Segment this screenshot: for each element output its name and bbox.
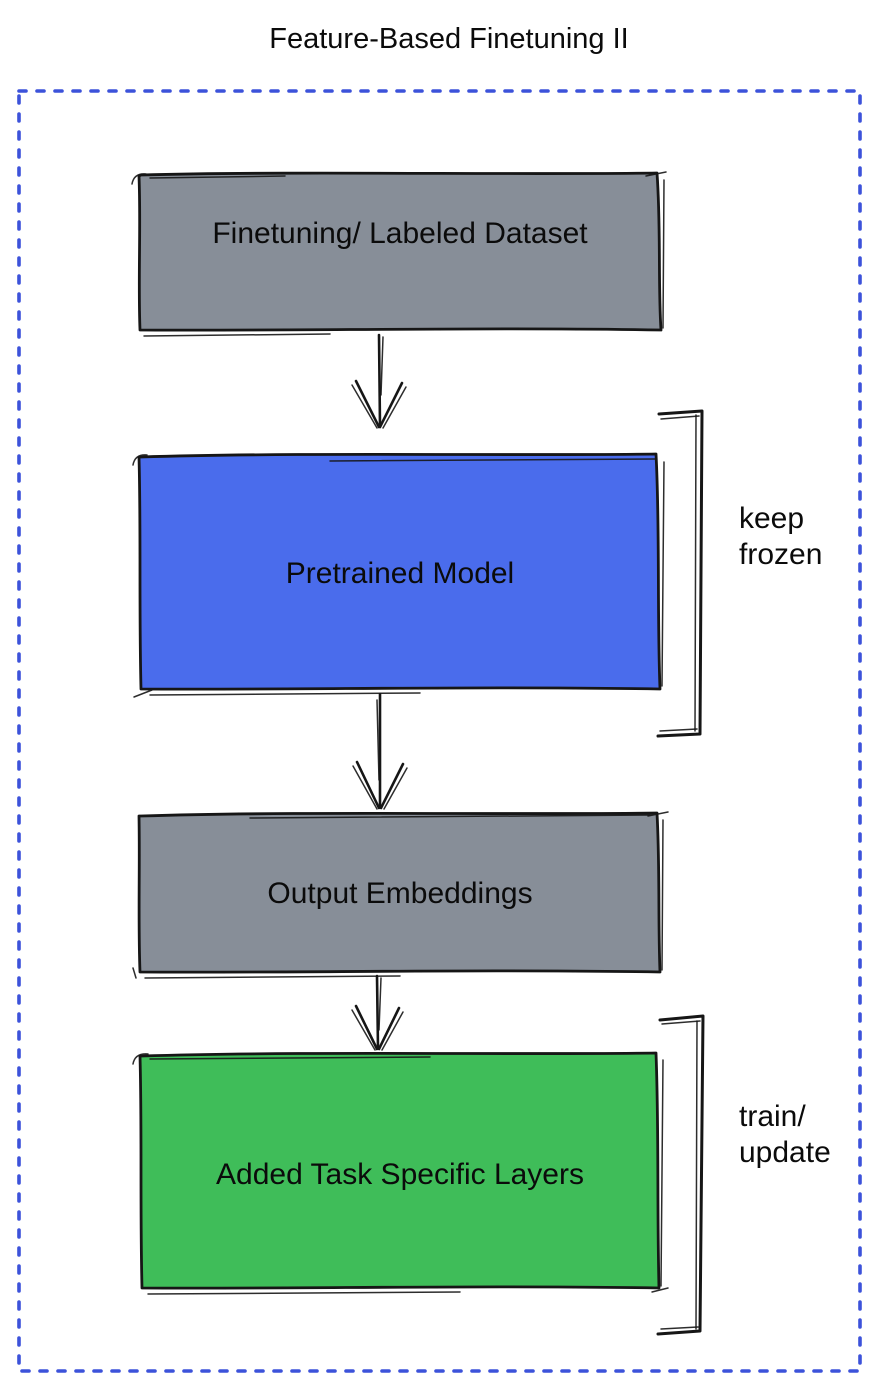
sketch-stroke	[132, 454, 148, 466]
arrow-dataset-to-model	[351, 333, 407, 429]
sketch-stroke	[662, 179, 665, 329]
sketch-stroke	[651, 1287, 669, 1293]
task-specific-layers-box: Added Task Specific Layers	[132, 1051, 669, 1295]
finetuning-dataset-label: Finetuning/ Labeled Dataset	[212, 217, 588, 250]
sketch-stroke	[660, 1059, 664, 1287]
sketch-stroke	[132, 967, 137, 979]
keep-frozen-bracket: keep frozen	[656, 409, 822, 738]
sketch-stroke	[661, 461, 665, 687]
sketch-stroke	[147, 1291, 461, 1295]
sketch-stroke	[329, 458, 656, 462]
finetuning-dataset-box: Finetuning/ Labeled Dataset	[131, 171, 667, 337]
sketch-stroke	[647, 811, 669, 817]
sketch-stroke	[144, 975, 401, 979]
sketch-stroke	[249, 814, 651, 819]
finetuning-dataset-box-shape	[137, 171, 663, 332]
pretrained-model-label: Pretrained Model	[286, 557, 514, 590]
task-specific-layers-box-shape	[138, 1051, 661, 1290]
output-embeddings-box-shape	[137, 811, 662, 974]
sketch-stroke	[149, 692, 421, 696]
sketch-stroke	[131, 173, 147, 185]
pretrained-model-box: Pretrained Model	[132, 452, 665, 698]
sketch-stroke	[143, 333, 331, 337]
train-update-bracket: train/ update	[656, 1014, 831, 1336]
sketch-stroke	[149, 1056, 431, 1060]
arrow-embeddings-to-layers	[351, 974, 404, 1051]
sketch-stroke	[645, 171, 667, 177]
train-update-label-line2: update	[739, 1136, 831, 1169]
sketch-stroke	[661, 819, 664, 971]
pretrained-model-box-shape	[137, 452, 662, 691]
sketch-stroke	[132, 1053, 149, 1065]
output-embeddings-box: Output Embeddings	[132, 811, 669, 979]
output-embeddings-label: Output Embeddings	[267, 877, 532, 910]
sketch-stroke	[149, 175, 286, 179]
diagram-title: Feature-Based Finetuning II	[269, 23, 628, 55]
keep-frozen-label-line1: keep	[739, 502, 804, 535]
sketch-stroke	[133, 689, 153, 698]
dotted-frame-border	[17, 89, 862, 1373]
arrow-model-to-embeddings	[352, 692, 408, 810]
keep-frozen-label-line2: frozen	[739, 538, 822, 571]
train-update-label-line1: train/	[739, 1100, 806, 1133]
task-specific-layers-label: Added Task Specific Layers	[216, 1158, 584, 1191]
